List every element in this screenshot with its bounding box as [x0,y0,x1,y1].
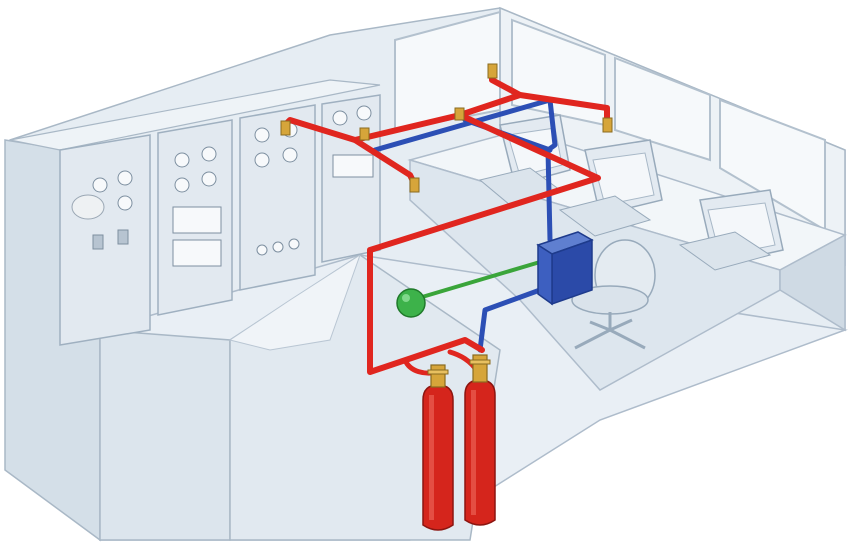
nozzle-icon [409,177,420,193]
window-2 [614,56,711,162]
nozzle-icon [359,127,370,141]
equipment-cabinets [9,79,381,346]
valve-icon [469,354,491,383]
equipment-cabinet [59,134,151,346]
window-4 [394,10,501,132]
computer-terminal [678,189,784,271]
nozzle-icon [454,107,465,121]
gas-cylinder [464,354,496,526]
valve-icon [427,364,449,388]
nozzle-icon [280,120,291,136]
nozzle-icon [487,63,498,79]
gas-cylinder [422,364,454,531]
equipment-cabinet [321,94,381,263]
computer-terminal [558,139,663,237]
detection-line [477,287,543,353]
nozzle-icon [602,117,613,133]
cabinet-row-top [9,79,381,151]
detection-line [372,97,558,243]
front-partition-top [228,253,361,351]
control-line [410,260,542,302]
discharge-pipe [457,92,610,128]
desk-side [779,233,846,332]
alarm-bell [396,288,426,318]
control-panel [536,231,594,306]
left-wall-front [99,329,231,541]
control-room [394,6,847,391]
discharge-nozzles [280,63,613,193]
equipment-cabinet [157,119,233,316]
equipment-cabinet [239,104,316,291]
office-chair [571,239,656,350]
gas-cylinders [422,354,496,531]
